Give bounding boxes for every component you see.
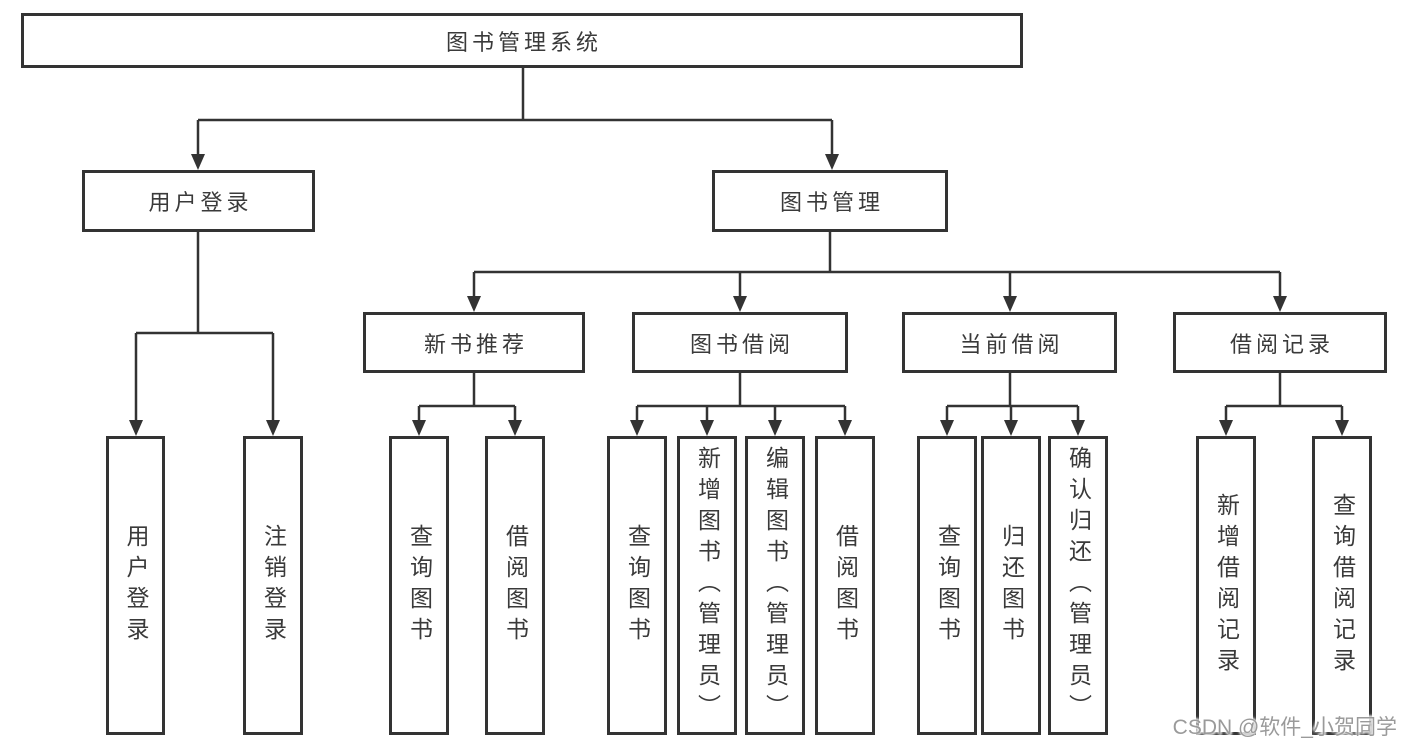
arrowhead: [191, 154, 205, 170]
node-label: 注销登录: [260, 523, 287, 648]
book-management-connector: [472, 232, 1282, 298]
arrowhead: [266, 420, 280, 436]
arrowhead: [1004, 420, 1018, 436]
node-label: 查询图书: [934, 523, 961, 648]
node-label: 借阅图书: [502, 523, 529, 648]
borrow-records-connector: [1224, 373, 1344, 422]
node-book-borrow: 图书借阅: [632, 312, 848, 373]
node-label: 新增借阅记录: [1213, 492, 1240, 679]
node-label: 图书管理系统: [445, 29, 602, 55]
book-borrow-connector: [635, 373, 847, 422]
leaf-confirm-return-admin: 确认归还（管理员）: [1048, 436, 1108, 735]
leaf-add-borrow-record: 新增借阅记录: [1196, 436, 1256, 735]
node-label: 查询图书: [406, 523, 433, 648]
leaf-query-books: 查询图书: [389, 436, 449, 735]
root-connector: [196, 68, 834, 156]
node-label: 借阅记录: [1229, 331, 1334, 357]
arrowhead: [1003, 296, 1017, 312]
arrowhead: [467, 296, 481, 312]
leaf-return-book: 归还图书: [981, 436, 1041, 735]
node-label: 编辑图书（管理员）: [762, 446, 789, 725]
node-book-management-branch: 图书管理: [712, 170, 948, 232]
leaf-user-login: 用户登录: [106, 436, 165, 735]
arrowhead: [1335, 420, 1349, 436]
leaf-add-book-admin: 新增图书（管理员）: [677, 436, 737, 735]
node-label: 新书推荐: [423, 331, 528, 357]
new-book-recommend-connector: [417, 373, 517, 422]
leaf-borrow-books: 借阅图书: [485, 436, 545, 735]
node-current-borrow: 当前借阅: [902, 312, 1117, 373]
node-label: 查询借阅记录: [1329, 492, 1356, 679]
leaf-query-books: 查询图书: [917, 436, 977, 735]
current-borrow-connector: [945, 373, 1080, 422]
node-label: 查询图书: [624, 523, 651, 648]
leaf-borrow-books: 借阅图书: [815, 436, 875, 735]
node-label: 借阅图书: [832, 523, 859, 648]
leaf-query-borrow-record: 查询借阅记录: [1312, 436, 1372, 735]
node-label: 当前借阅: [959, 331, 1064, 357]
arrowhead: [733, 296, 747, 312]
leaf-query-books: 查询图书: [607, 436, 667, 735]
node-label: 归还图书: [998, 523, 1025, 648]
arrowhead: [940, 420, 954, 436]
node-label: 图书借阅: [689, 331, 794, 357]
node-label: 确认归还（管理员）: [1065, 446, 1092, 725]
arrowhead: [129, 420, 143, 436]
node-new-book-recommend: 新书推荐: [363, 312, 585, 373]
node-label: 新增图书（管理员）: [694, 446, 721, 725]
node-label: 用户登录: [148, 190, 253, 215]
node-library-management-system: 图书管理系统: [21, 13, 1023, 68]
node-borrow-records: 借阅记录: [1173, 312, 1387, 373]
node-label: 图书管理: [779, 190, 884, 215]
arrowhead: [1273, 296, 1287, 312]
arrowhead: [412, 420, 426, 436]
node-label: 用户登录: [123, 523, 149, 648]
arrowhead: [768, 420, 782, 436]
arrowhead: [508, 420, 522, 436]
arrowhead: [1071, 420, 1085, 436]
leaf-edit-book-admin: 编辑图书（管理员）: [745, 436, 805, 735]
arrowhead: [700, 420, 714, 436]
csdn-watermark: CSDN @软件_小贺同学: [1172, 716, 1397, 739]
arrowhead: [630, 420, 644, 436]
arrowhead: [838, 420, 852, 436]
leaf-logout: 注销登录: [243, 436, 303, 735]
arrowhead: [825, 154, 839, 170]
arrowhead: [1219, 420, 1233, 436]
user-login-connector: [134, 232, 275, 422]
node-user-login-branch: 用户登录: [82, 170, 315, 232]
